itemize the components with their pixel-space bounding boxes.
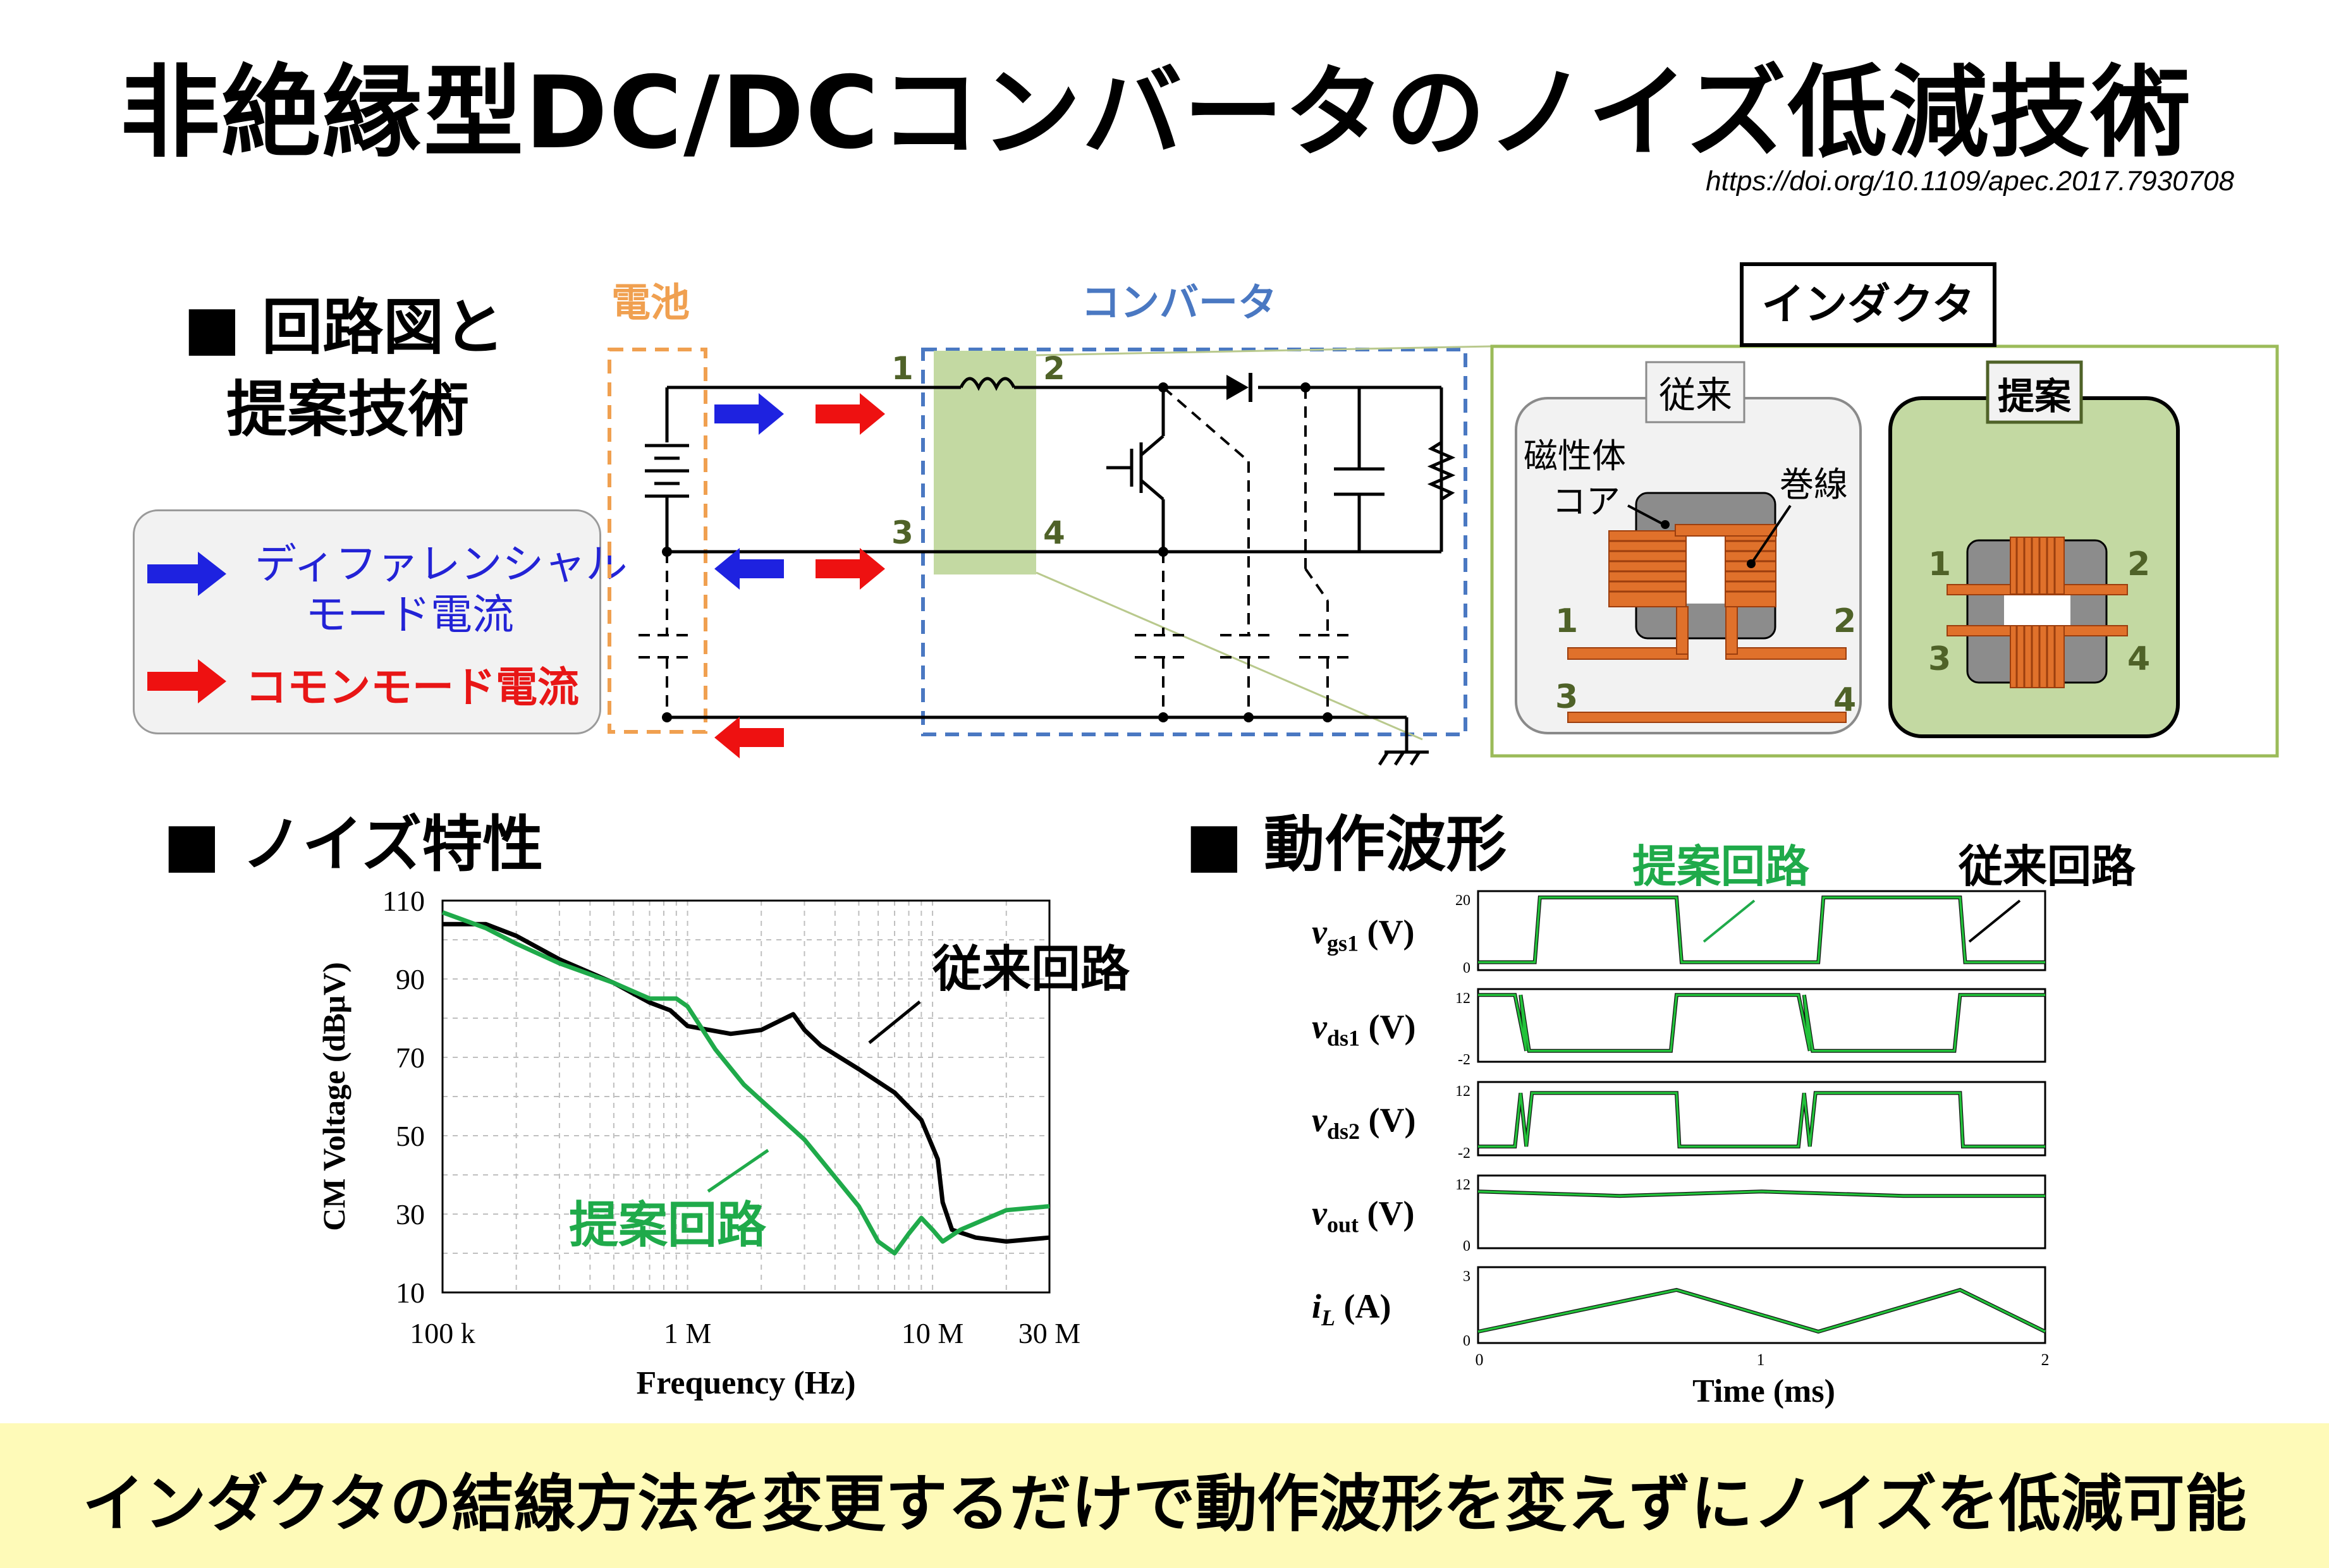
core-label-2: コア: [1552, 482, 1620, 521]
wave-trace-proposed: [1478, 994, 2045, 1052]
prop-terminal-4: 4: [2127, 640, 2150, 678]
wave-proposed-label: 提案回路: [1632, 841, 1810, 892]
waveform-heading: ■ 動作波形: [1185, 809, 1507, 880]
winding-label: 巻線: [1780, 465, 1848, 504]
doi-link[interactable]: https://doi.org/10.1109/apec.2017.793070…: [1706, 166, 2234, 197]
wave-panel-label: vds1 (V): [1312, 1008, 1415, 1051]
wave-ytick-bottom: 0: [1463, 1333, 1470, 1349]
differential-label-1: ディファレンシャル: [255, 540, 628, 588]
page-title: 非絶縁型DC/DCコンバータのノイズ低減技術: [120, 55, 2192, 171]
conventional-label: 従来: [1659, 374, 1732, 416]
wave-trace-proposed: [1477, 1289, 2046, 1333]
noise-xtick-label: 1 M: [664, 1317, 711, 1349]
wave-ytick-bottom: 0: [1463, 1238, 1470, 1255]
prop-terminal-3: 3: [1928, 640, 1951, 678]
wave-conventional-label: 従来回路: [1958, 841, 2136, 892]
wave-trace-proposed: [1477, 1190, 2045, 1197]
wave-xlabel: Time (ms): [1692, 1373, 1835, 1409]
red-arrow-icon: [147, 659, 226, 703]
differential-label-2: モード電流: [305, 590, 514, 639]
cm-arrow-ground: [714, 717, 784, 758]
inductor-title: インダクタ: [1761, 280, 1974, 330]
noise-ytick-label: 30: [396, 1198, 425, 1231]
core-label-1: 磁性体: [1524, 436, 1626, 476]
wave-panel-frame: [1477, 1266, 2046, 1344]
converter-box: [921, 348, 1467, 736]
inductor-title-box: [1740, 262, 1996, 347]
noise-conventional-label: 従来回路: [932, 941, 1130, 998]
wave-ytick-bottom: -2: [1458, 1052, 1470, 1068]
conclusion-text: インダクタの結線方法を変更するだけで動作波形を変えずにノイズを低減可能: [82, 1468, 2247, 1540]
cm-arrow-top: [816, 393, 885, 435]
conv-terminal-4: 4: [1833, 681, 1856, 719]
noise-proposed-label: 提案回路: [569, 1197, 767, 1254]
wave-panel-label: iL (A): [1312, 1287, 1391, 1330]
conv-terminal-3: 3: [1555, 678, 1578, 716]
wave-ytick-top: 3: [1463, 1268, 1470, 1285]
noise-xlabel: Frequency (Hz): [636, 1365, 855, 1401]
wave-trace-proposed: [1478, 1091, 2045, 1148]
dm-arrow-bottom: [714, 548, 784, 590]
wave-panel-frame: [1477, 1174, 2046, 1249]
wave-xtick-2: 2: [2041, 1351, 2050, 1369]
noise-xtick-label: 30 M: [1018, 1317, 1080, 1349]
prop-terminal-2: 2: [2127, 545, 2150, 583]
wave-ytick-bottom: -2: [1458, 1145, 1470, 1162]
wave-ytick-top: 12: [1455, 1083, 1470, 1100]
node-label-4: 4: [1043, 514, 1065, 551]
noise-ytick-label: 110: [382, 885, 425, 917]
proposed-label: 提案: [1998, 375, 2072, 418]
noise-plot-frame: [441, 899, 1051, 1294]
noise-ytick-label: 70: [396, 1042, 425, 1074]
wave-xtick-1: 1: [1757, 1351, 1765, 1369]
circuit-heading-line1: ■ 回路図と: [183, 292, 505, 363]
noise-ytick-label: 10: [396, 1277, 425, 1309]
prop-terminal-1: 1: [1928, 545, 1951, 583]
battery-box: [608, 348, 707, 734]
wave-ytick-bottom: 0: [1463, 960, 1470, 976]
noise-series-proposed: [441, 910, 1050, 1256]
node-label-2: 2: [1043, 350, 1065, 387]
battery-label: 電池: [611, 279, 690, 325]
noise-heading: ■ ノイズ特性: [163, 809, 544, 880]
noise-xtick-label: 100 k: [410, 1317, 475, 1349]
wave-panel-label: vout (V): [1312, 1194, 1414, 1237]
node-label-1: 1: [891, 350, 914, 387]
wave-ytick-top: 12: [1455, 1177, 1470, 1193]
wave-ytick-top: 20: [1455, 892, 1470, 909]
wave-panel-frame: [1477, 890, 2046, 971]
blue-arrow-icon: [147, 552, 226, 596]
common-mode-label: コモンモード電流: [245, 663, 579, 712]
noise-xtick-label: 10 M: [902, 1317, 963, 1349]
converter-label: コンバータ: [1081, 279, 1277, 325]
wave-panel-label: vds2 (V): [1312, 1101, 1415, 1144]
noise-ylabel: CM Voltage (dBμV): [316, 962, 351, 1231]
cm-arrow-bottom: [816, 548, 885, 590]
wave-ytick-top: 12: [1455, 990, 1470, 1007]
wave-xtick-0: 0: [1476, 1351, 1484, 1369]
circuit-heading-line2: 提案技術: [226, 374, 469, 445]
node-label-3: 3: [891, 514, 914, 551]
wave-panel-label: vgs1 (V): [1312, 913, 1414, 956]
conv-terminal-2: 2: [1833, 602, 1856, 640]
conclusion-bar: [0, 1423, 2329, 1568]
dm-arrow-top: [714, 393, 784, 435]
noise-ytick-label: 90: [396, 963, 425, 995]
current-legend: ディファレンシャル モード電流 コモンモード電流: [133, 509, 627, 734]
wave-trace-proposed: [1478, 896, 2045, 964]
noise-ytick-label: 50: [396, 1120, 425, 1152]
conv-terminal-1: 1: [1555, 602, 1578, 640]
